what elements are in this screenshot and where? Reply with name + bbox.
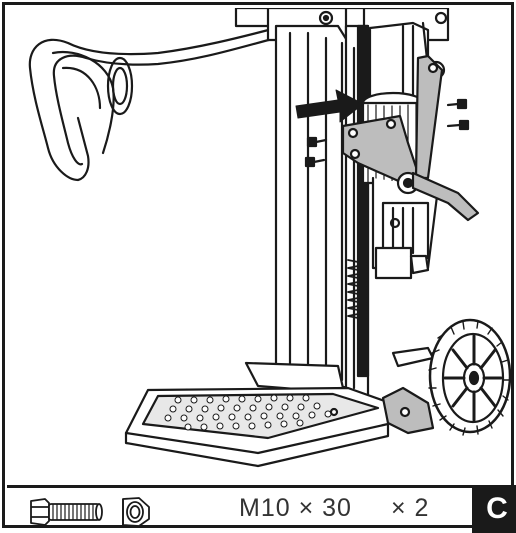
bolt-size-label: M10 × 30 [239,494,352,522]
assembly-illustration [28,8,512,468]
quantity-label: × 2 [391,494,430,522]
main-column [274,24,370,398]
bolt-icon [30,498,103,526]
wheel-bracket [381,346,435,435]
rear-housing [368,21,446,100]
tire-tread [428,320,511,436]
mounting-bracket [341,114,420,195]
lever-arm [411,54,480,222]
arrow-icon [295,89,364,123]
loose-bolts [304,98,470,168]
step-badge: C [472,485,516,533]
wheel [428,318,512,436]
plate-holes [164,394,332,431]
return-spring [347,227,369,349]
nut-icon [122,497,150,527]
log-plate-base [124,361,395,468]
hardware-footer: M10 × 30 × 2 C [7,485,516,533]
handle-bar [28,26,278,182]
